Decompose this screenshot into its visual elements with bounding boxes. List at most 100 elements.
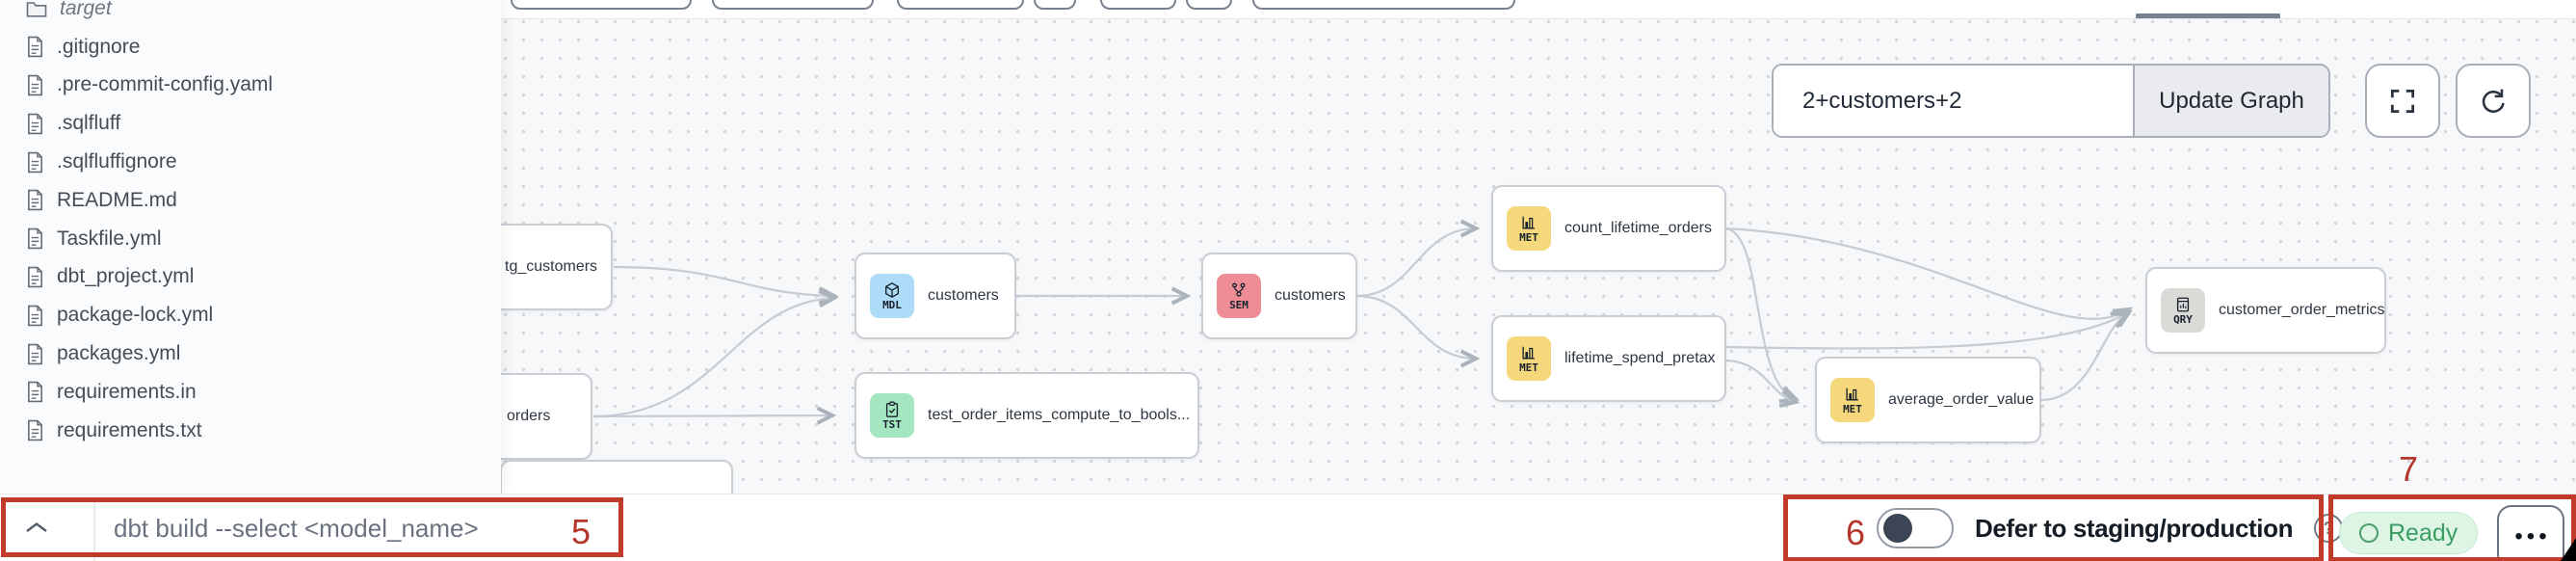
- collapse-panel-button[interactable]: [21, 512, 52, 543]
- file-name: requirements.txt: [57, 418, 202, 441]
- annotation-label-5: 5: [571, 512, 591, 551]
- fullscreen-button[interactable]: [2365, 64, 2440, 138]
- semantic-badge: SEM: [1217, 274, 1261, 318]
- file-icon: [28, 113, 42, 135]
- annotation-box-6: [1783, 494, 2324, 561]
- metric-badge: MET: [1507, 336, 1551, 381]
- file-name: README.md: [57, 188, 177, 211]
- metric-badge: MET: [1507, 206, 1551, 251]
- file-name: requirements.in: [57, 380, 197, 403]
- refresh-button[interactable]: [2456, 64, 2531, 138]
- file-row[interactable]: .gitignore: [0, 28, 501, 67]
- graph-node-test[interactable]: TST test_order_items_compute_to_bools...: [854, 372, 1199, 459]
- node-label: average_order_value: [1888, 391, 2035, 408]
- file-row[interactable]: .pre-commit-config.yaml: [0, 67, 501, 105]
- file-name: packages.yml: [57, 342, 181, 365]
- update-graph-button[interactable]: Update Graph: [2133, 66, 2328, 136]
- overflow-menu-button[interactable]: •••: [2497, 505, 2564, 561]
- status-badge[interactable]: Ready: [2339, 512, 2479, 554]
- node-label: customers: [928, 287, 999, 304]
- command-input[interactable]: dbt build --select <model_name>: [114, 513, 479, 543]
- file-explorer-panel: target .gitignore .pre-commit-config.yam…: [0, 0, 501, 494]
- refresh-icon: [2482, 89, 2505, 113]
- command-bar: dbt build --select <model_name> Defer to…: [0, 494, 2576, 561]
- file-row[interactable]: dbt_project.yml: [0, 258, 501, 297]
- file-row[interactable]: requirements.txt: [0, 412, 501, 450]
- file-icon: [28, 266, 42, 288]
- graph-selector-group: 2+customers+2 Update Graph: [1772, 64, 2330, 138]
- graph-node-customers-model[interactable]: MDL customers: [854, 253, 1016, 339]
- file-row[interactable]: .sqlfluffignore: [0, 143, 501, 181]
- file-icon: [28, 190, 42, 211]
- report-icon: [2176, 297, 2190, 312]
- file-name: .sqlfluff: [57, 112, 121, 135]
- file-row[interactable]: requirements.in: [0, 373, 501, 412]
- toolbar-button-partial[interactable]: [897, 0, 1024, 10]
- folder-icon: [26, 2, 47, 17]
- cube-icon: [885, 282, 899, 298]
- file-row[interactable]: Taskfile.yml: [0, 220, 501, 258]
- annotation-box-5: [1, 497, 623, 557]
- bar-chart-icon: [1846, 387, 1858, 401]
- file-row[interactable]: README.md: [0, 181, 501, 220]
- file-name: .gitignore: [57, 35, 141, 58]
- node-label: tg_customers: [505, 258, 598, 275]
- test-badge: TST: [870, 393, 914, 438]
- file-icon: [28, 227, 42, 250]
- bar-chart-icon: [1522, 346, 1535, 360]
- branch-icon: [1232, 282, 1246, 297]
- graph-toolbar: [501, 0, 2576, 19]
- file-row[interactable]: packages.yml: [0, 334, 501, 373]
- file-icon: [28, 419, 42, 441]
- node-label: orders: [507, 408, 551, 424]
- toolbar-button-partial[interactable]: [712, 0, 874, 10]
- graph-node-customer-order-metrics[interactable]: QRY customer_order_metrics: [2145, 267, 2386, 354]
- bar-chart-icon: [1522, 216, 1535, 229]
- file-name: .sqlfluffignore: [57, 150, 177, 174]
- chevron-up-icon: [26, 522, 47, 532]
- file-name: target: [60, 0, 112, 19]
- file-icon: [28, 305, 42, 327]
- query-badge: QRY: [2161, 288, 2205, 333]
- annotation-label-6: 6: [1846, 513, 1866, 552]
- graph-node-lifetime-spend-pretax[interactable]: MET lifetime_spend_pretax: [1491, 315, 1726, 402]
- metric-badge: MET: [1830, 378, 1875, 422]
- file-row[interactable]: package-lock.yml: [0, 296, 501, 334]
- graph-node-count-lifetime-orders[interactable]: MET count_lifetime_orders: [1491, 185, 1726, 272]
- file-icon: [28, 151, 42, 173]
- toolbar-button-partial[interactable]: [1100, 0, 1176, 10]
- defer-toggle-switch[interactable]: [1877, 508, 1954, 548]
- toolbar-button-partial[interactable]: [1186, 0, 1232, 10]
- clipboard-check-icon: [885, 401, 899, 417]
- toolbar-button-partial[interactable]: [1252, 0, 1515, 10]
- ellipsis-icon: •••: [2514, 523, 2551, 549]
- node-label: customer_order_metrics: [2219, 302, 2385, 318]
- active-tab-indicator: [2136, 13, 2280, 18]
- file-name: Taskfile.yml: [57, 227, 162, 250]
- file-icon: [28, 36, 42, 58]
- graph-selector-input[interactable]: 2+customers+2: [1774, 66, 2133, 136]
- node-label: lifetime_spend_pretax: [1564, 350, 1716, 366]
- annotation-box-7: [2328, 494, 2576, 561]
- defer-label: Defer to staging/production: [1975, 513, 2294, 543]
- node-label: count_lifetime_orders: [1564, 220, 1712, 236]
- file-name: dbt_project.yml: [57, 265, 195, 288]
- annotation-label-7: 7: [2399, 449, 2419, 489]
- file-row-target[interactable]: target: [0, 0, 501, 28]
- divider: [93, 500, 95, 561]
- graph-node-customers-semantic[interactable]: SEM customers: [1201, 253, 1357, 339]
- file-row[interactable]: .sqlfluff: [0, 104, 501, 143]
- model-badge: MDL: [870, 274, 914, 318]
- file-name: package-lock.yml: [57, 304, 214, 327]
- toolbar-button-partial[interactable]: [1034, 0, 1076, 10]
- toolbar-button-partial[interactable]: [511, 0, 692, 10]
- file-list: target .gitignore .pre-commit-config.yam…: [0, 0, 501, 450]
- fullscreen-icon: [2390, 89, 2415, 113]
- file-icon: [28, 343, 42, 364]
- defer-control: Defer to staging/production ?: [1877, 494, 2344, 561]
- file-name: .pre-commit-config.yaml: [57, 73, 274, 96]
- status-ring-icon: [2359, 523, 2379, 543]
- file-icon: [28, 382, 42, 403]
- graph-node-average-order-value[interactable]: MET average_order_value: [1815, 357, 2041, 443]
